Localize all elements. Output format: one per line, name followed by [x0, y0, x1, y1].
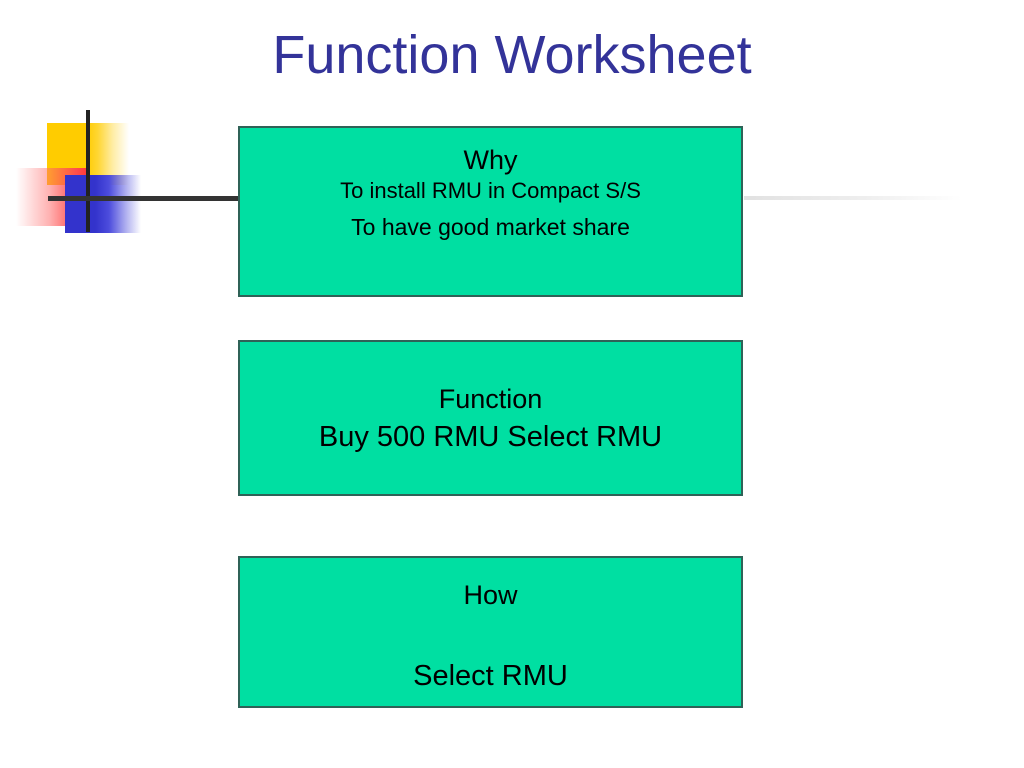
corner-decoration	[0, 100, 240, 245]
how-box-title: How	[463, 580, 518, 610]
why-box-title: Why	[463, 145, 518, 175]
why-box-line-1: To install RMU in Compact S/S	[340, 178, 641, 203]
function-box-title: Function	[438, 384, 543, 414]
how-box: How Select RMU	[238, 556, 743, 708]
function-box-line-1: Buy 500 RMU Select RMU	[318, 421, 663, 453]
why-box-line-2: To have good market share	[351, 214, 630, 240]
why-box: Why To install RMU in Compact S/S To hav…	[238, 126, 743, 297]
vertical-rule-icon	[86, 110, 90, 232]
how-box-line-1: Select RMU	[413, 660, 568, 692]
blue-square-icon	[65, 175, 141, 233]
page-title: Function Worksheet	[272, 25, 752, 85]
function-box: Function Buy 500 RMU Select RMU	[238, 340, 743, 496]
horizontal-rule-icon	[48, 196, 238, 201]
horizontal-rule-fade	[744, 196, 962, 200]
